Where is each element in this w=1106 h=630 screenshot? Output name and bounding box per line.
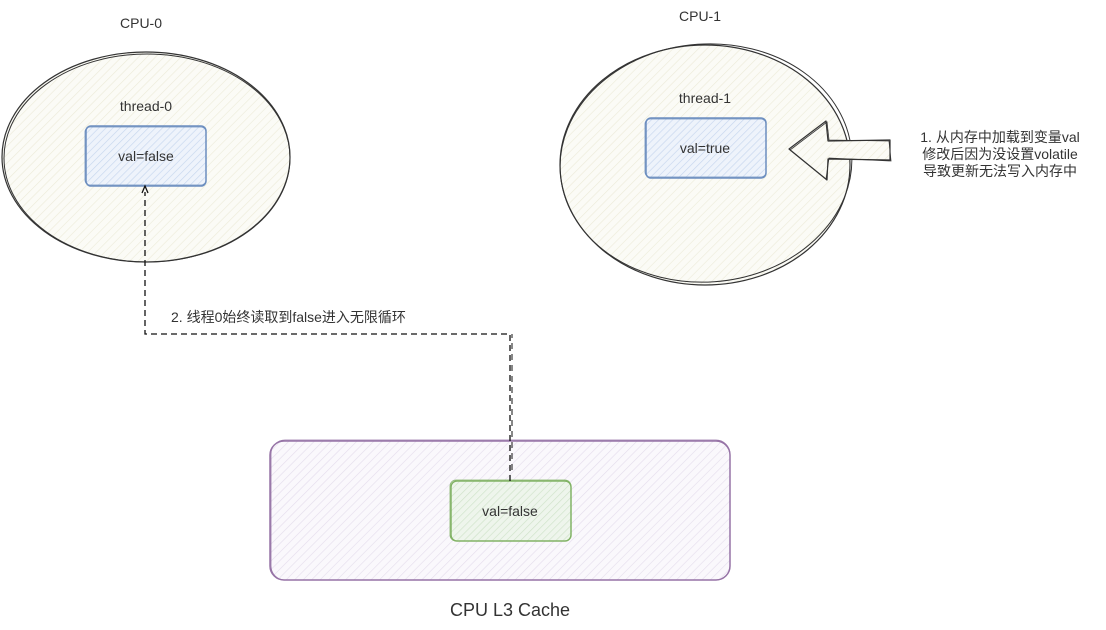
cache-value-box bbox=[449, 479, 572, 542]
read-connector-dashed bbox=[141, 184, 513, 481]
step1-annotation: 1. 从内存中加载到变量val 修改后因为没设置volatile 导致更新无法写… bbox=[900, 129, 1100, 180]
thread0-label: thread-0 bbox=[119, 98, 173, 114]
thread1-value-box bbox=[644, 117, 767, 179]
arrow-left-icon bbox=[788, 120, 892, 181]
thread1-label: thread-1 bbox=[678, 90, 732, 106]
step1-line2: 修改后因为没设置volatile bbox=[922, 146, 1078, 162]
step2-annotation: 2. 线程0始终读取到false进入无限循环 bbox=[171, 309, 406, 325]
thread0-value-box bbox=[84, 125, 207, 187]
step1-line1: 1. 从内存中加载到变量val bbox=[920, 129, 1080, 145]
step1-line3: 导致更新无法写入内存中 bbox=[923, 163, 1077, 179]
arrowhead-icon bbox=[141, 184, 149, 194]
cache-title: CPU L3 Cache bbox=[449, 600, 571, 620]
thread0-value: val=false bbox=[118, 148, 174, 164]
thread1-value: val=true bbox=[679, 140, 731, 156]
cache-value: val=false bbox=[482, 503, 538, 519]
cpu1-title: CPU-1 bbox=[678, 8, 722, 24]
cpu0-title: CPU-0 bbox=[119, 15, 163, 31]
